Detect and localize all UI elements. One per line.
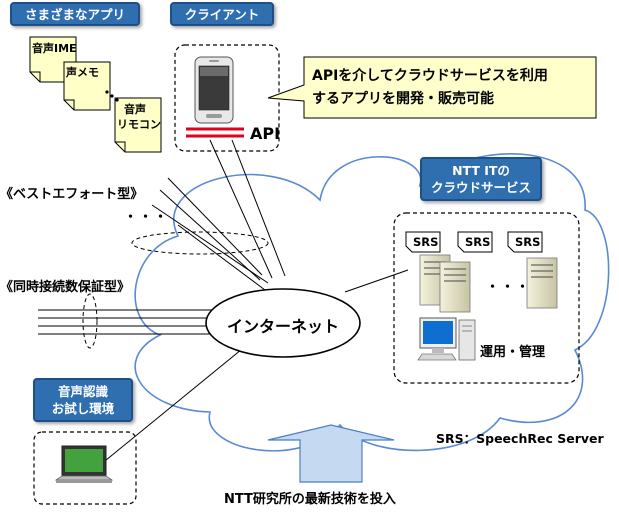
- app-note-2: [63, 61, 111, 111]
- callout-text-2: するアプリを開発・販売可能: [312, 91, 494, 107]
- best-effort-lines: [151, 139, 286, 291]
- cloud-shape: [134, 153, 610, 452]
- srs-label-box-1: [405, 231, 441, 253]
- smartphone-icon: [194, 56, 234, 124]
- guaranteed-label: 《同時接続数保証型》: [0, 280, 131, 295]
- best-effort-ellipse: [131, 231, 269, 255]
- srs-label-box-2: [457, 231, 493, 253]
- srs-label-box-3: [507, 231, 543, 253]
- guaranteed-lines: [38, 309, 222, 335]
- internet-to-laptop-line: [99, 344, 248, 466]
- cloud-service-dashed-box: [393, 212, 580, 384]
- cloud-service-label: NTT ITの クラウドサービス: [420, 157, 542, 201]
- app-note-3: [114, 97, 162, 153]
- callout-text-1: APIを介してクラウドサービスを利用: [312, 68, 548, 84]
- cloud-service-line1: NTT ITの: [452, 163, 510, 178]
- srs-server-2: [439, 261, 471, 313]
- client-title-label: クライアント: [170, 2, 274, 26]
- trial-label: 音声認識 お試し環境: [33, 378, 133, 422]
- trial-dashed-box: [33, 431, 137, 505]
- srs-label-3: SRS: [515, 235, 541, 249]
- best-effort-label: 《ベストエフォート型》: [0, 187, 144, 202]
- api-label: API: [250, 124, 281, 143]
- trial-line2: お試し環境: [51, 401, 115, 416]
- internet-label: インターネット: [227, 317, 340, 336]
- app-note-3-text-1: 音声: [124, 103, 146, 116]
- internet-ellipse: [205, 288, 361, 358]
- client-title-text: クライアント: [184, 6, 260, 22]
- srs-label-2: SRS: [465, 235, 491, 249]
- laptop-icon: [54, 445, 114, 483]
- pc-icon: [417, 317, 476, 361]
- guaranteed-ellipse: [82, 293, 98, 349]
- app-notes-dots: [105, 90, 119, 102]
- srs-legend: SRS：SpeechRec Server: [436, 431, 604, 446]
- srs-dots: ・・・: [486, 280, 532, 295]
- trial-line1: 音声認識: [57, 384, 108, 399]
- app-note-3-text-2: リモコン: [117, 118, 161, 131]
- api-lines: [186, 127, 244, 138]
- srs-label-1: SRS: [413, 235, 439, 249]
- ops-label: 運用・管理: [480, 345, 546, 360]
- best-effort-dots: ・・・: [124, 210, 170, 225]
- app-note-2-text: 声メモ: [66, 66, 99, 79]
- apps-title-label: さまざまなアプリ: [10, 2, 140, 26]
- bottom-caption: NTT研究所の最新技術を投入: [224, 492, 396, 507]
- apps-title-text: さまざまなアプリ: [24, 6, 125, 22]
- bottom-up-arrow: [267, 424, 395, 483]
- cloud-service-line2: クラウドサービス: [430, 180, 531, 195]
- callout-shape: [267, 56, 597, 119]
- srs-server-3: [526, 257, 558, 309]
- app-note-1-text: 音声IME: [32, 42, 77, 55]
- internet-to-service-line: [344, 269, 409, 293]
